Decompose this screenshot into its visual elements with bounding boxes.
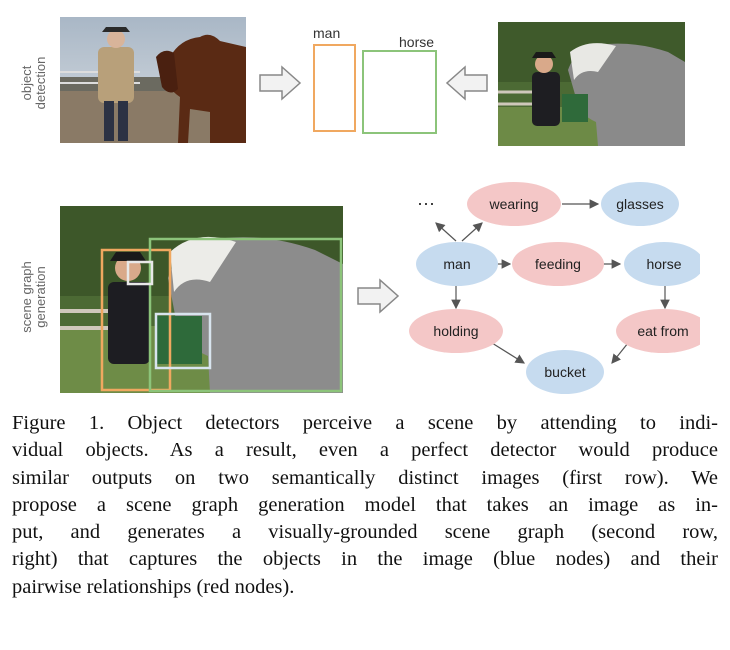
right-arrow-icon bbox=[357, 278, 400, 314]
node-glasses: glasses bbox=[601, 182, 679, 226]
node-label: feeding bbox=[535, 256, 581, 272]
caption-line: put, and generates a visually-grounded s… bbox=[12, 521, 718, 544]
row-label-scene-graph-generation: scene graph generation bbox=[19, 252, 50, 342]
edge-man-to-ellipsis bbox=[435, 222, 457, 242]
node-bucket: bucket bbox=[526, 350, 604, 394]
node-man: man bbox=[416, 242, 498, 286]
node-wearing: wearing bbox=[467, 182, 561, 226]
row-label-line-1: object bbox=[19, 65, 34, 101]
graph-ellipsis: ··· bbox=[417, 193, 435, 213]
right-arrow-icon bbox=[259, 65, 302, 101]
caption-line: vidual objects. As a result, even a perf… bbox=[12, 439, 718, 462]
left-arrow-icon bbox=[445, 65, 488, 101]
scene-graph: ··· wearing glasses man feeding horse ho… bbox=[409, 182, 700, 394]
node-label: eat from bbox=[637, 323, 688, 339]
node-label: horse bbox=[646, 256, 681, 272]
photo-grounded-scene bbox=[60, 206, 343, 393]
caption-line: propose a scene graph generation model t… bbox=[12, 493, 718, 516]
node-feeding: feeding bbox=[512, 242, 604, 286]
node-label: bucket bbox=[544, 364, 585, 380]
caption-line: similar outputs on two semantically dist… bbox=[12, 466, 718, 489]
node-holding: holding bbox=[409, 309, 503, 353]
row-label-object-detection: object detection bbox=[19, 48, 50, 118]
edge-man-to-wearing bbox=[461, 222, 483, 242]
man-box-label: man bbox=[313, 25, 341, 41]
node-label: glasses bbox=[616, 196, 663, 212]
node-label: man bbox=[443, 256, 470, 272]
edge-eat-from-to-bucket bbox=[611, 342, 629, 364]
node-label: wearing bbox=[488, 196, 538, 212]
caption-line: Figure 1. Object detectors perceive a sc… bbox=[12, 412, 718, 434]
node-label: holding bbox=[433, 323, 478, 339]
caption-line: right) that captures the objects in the … bbox=[12, 548, 718, 571]
horse-bounding-box bbox=[362, 50, 437, 134]
photo-man-with-brown-horse bbox=[60, 17, 246, 143]
row-label-line-2: generation bbox=[33, 266, 48, 328]
caption-line: pairwise relationships (red nodes). bbox=[12, 575, 295, 598]
figure-caption: Figure 1. Object detectors perceive a sc… bbox=[12, 410, 718, 601]
row-label-line-2: detection bbox=[33, 56, 48, 110]
photo-man-feeding-grey-horse bbox=[498, 22, 685, 146]
node-eat-from: eat from bbox=[616, 309, 700, 353]
node-horse: horse bbox=[624, 242, 700, 286]
man-bounding-box bbox=[313, 44, 356, 132]
edge-holding-to-bucket bbox=[491, 342, 526, 364]
horse-box-label: horse bbox=[399, 34, 435, 50]
row-label-line-1: scene graph bbox=[19, 261, 34, 333]
